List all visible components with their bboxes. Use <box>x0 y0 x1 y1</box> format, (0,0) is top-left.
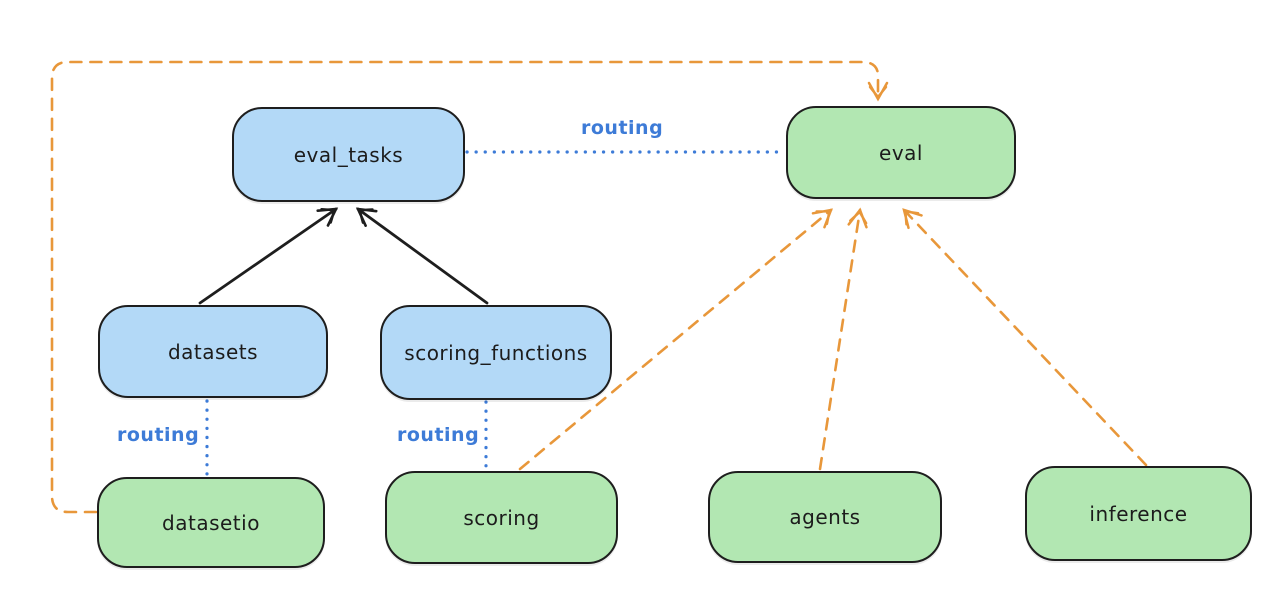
node-inference[interactable]: inference <box>1025 466 1252 561</box>
node-eval-label: eval <box>879 140 923 165</box>
edge-datasets-to-eval_tasks <box>198 207 339 305</box>
node-scoring[interactable]: scoring <box>385 471 618 564</box>
node-scoring_functions-label: scoring_functions <box>404 340 588 365</box>
routing-label-text: routing <box>581 117 664 139</box>
edge-datasetio-to-eval <box>50 60 889 514</box>
node-eval_tasks-label: eval_tasks <box>293 142 404 167</box>
node-datasets-label: datasets <box>167 339 259 364</box>
routing-label-text: routing <box>117 424 200 446</box>
routing-label-datasets-datasetio: routing <box>117 424 200 446</box>
edge-scoring-to-eval <box>518 208 833 471</box>
node-eval[interactable]: eval <box>786 106 1016 199</box>
node-datasets[interactable]: datasets <box>98 305 328 398</box>
node-scoring_functions[interactable]: scoring_functions <box>380 305 612 400</box>
edge-inference-to-eval <box>902 208 1148 467</box>
node-datasetio[interactable]: datasetio <box>97 477 325 568</box>
routing-label-text: routing <box>397 424 480 446</box>
edge-scoring_functions-to-eval_tasks <box>355 207 489 305</box>
node-datasetio-label: datasetio <box>162 510 260 535</box>
edge-agents-to-eval <box>818 207 868 471</box>
routing-label-scoring_functions-scoring: routing <box>397 424 480 446</box>
node-inference-label: inference <box>1089 501 1188 526</box>
node-eval_tasks[interactable]: eval_tasks <box>232 107 465 202</box>
node-agents[interactable]: agents <box>708 471 942 563</box>
node-agents-label: agents <box>789 505 861 529</box>
routing-label-eval_tasks-eval: routing <box>581 117 663 139</box>
node-scoring-label: scoring <box>463 505 540 530</box>
